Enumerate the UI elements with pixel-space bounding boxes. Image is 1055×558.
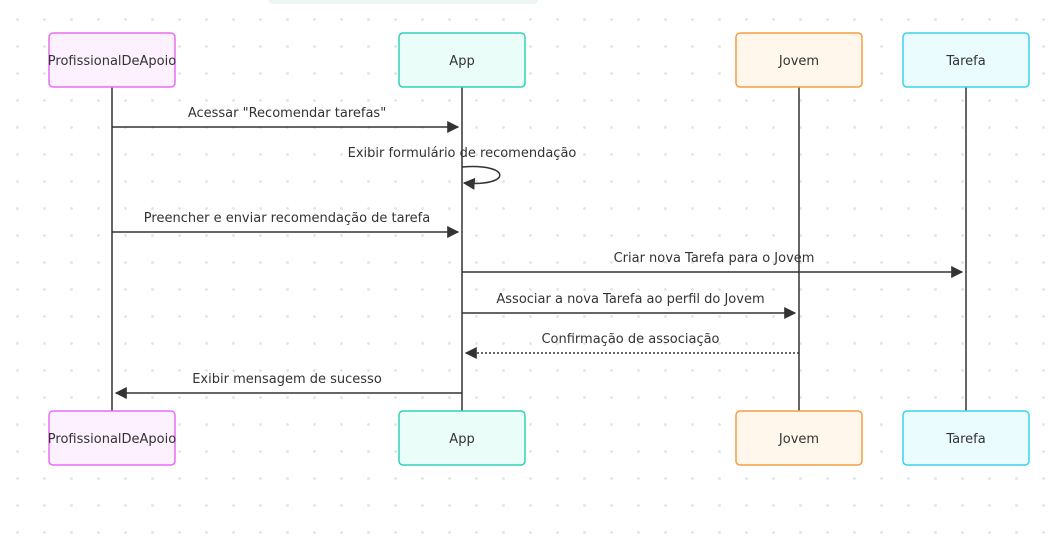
messages: Acessar "Recomendar tarefas" Exibir formu… bbox=[112, 106, 964, 399]
actor-tar-top[interactable]: Tarefa bbox=[902, 32, 1030, 88]
actor-label: Jovem bbox=[778, 432, 819, 447]
actor-box bbox=[398, 410, 526, 466]
actor-label: ProfissionalDeApoio bbox=[48, 432, 176, 447]
actor-label: ProfissionalDeApoio bbox=[48, 54, 176, 69]
message-label: Associar a nova Tarefa ao perfil do Jove… bbox=[496, 292, 764, 307]
actor-app-bottom[interactable]: App bbox=[398, 410, 526, 466]
actor-pro-top[interactable]: ProfissionalDeApoio bbox=[48, 32, 176, 88]
message-7: Exibir mensagem de sucesso bbox=[114, 372, 462, 399]
lifelines bbox=[111, 87, 967, 411]
message-2: Exibir formulário de recomendação bbox=[348, 146, 577, 190]
message-4: Criar nova Tarefa para o Jovem bbox=[462, 251, 964, 278]
message-label: Acessar "Recomendar tarefas" bbox=[188, 106, 386, 121]
message-label: Exibir formulário de recomendação bbox=[348, 146, 577, 161]
actor-jov-bottom[interactable]: Jovem bbox=[735, 410, 863, 466]
actor-box bbox=[735, 32, 863, 88]
message-3: Preencher e enviar recomendação de taref… bbox=[112, 211, 460, 238]
actor-app-top[interactable]: App bbox=[398, 32, 526, 88]
actor-box bbox=[735, 410, 863, 466]
message-1: Acessar "Recomendar tarefas" bbox=[112, 106, 460, 133]
actor-box bbox=[902, 410, 1030, 466]
message-label: Exibir mensagem de sucesso bbox=[192, 372, 382, 387]
actor-label: Jovem bbox=[778, 54, 819, 69]
actor-box bbox=[398, 32, 526, 88]
actors: ProfissionalDeApoioProfissionalDeApoioAp… bbox=[48, 32, 1030, 466]
top-edge-decoration bbox=[268, 0, 538, 4]
actor-box bbox=[902, 32, 1030, 88]
actor-box bbox=[48, 410, 176, 466]
message-label: Confirmação de associação bbox=[541, 332, 719, 347]
message-label: Criar nova Tarefa para o Jovem bbox=[614, 251, 815, 266]
actor-pro-bottom[interactable]: ProfissionalDeApoio bbox=[48, 410, 176, 466]
actor-label: App bbox=[449, 54, 474, 69]
message-6: Confirmação de associação bbox=[464, 332, 799, 359]
actor-box bbox=[48, 32, 176, 88]
actor-label: Tarefa bbox=[945, 432, 985, 447]
actor-label: Tarefa bbox=[945, 54, 985, 69]
actor-label: App bbox=[449, 432, 474, 447]
actor-tar-bottom[interactable]: Tarefa bbox=[902, 410, 1030, 466]
message-arrow bbox=[461, 165, 501, 190]
message-5: Associar a nova Tarefa ao perfil do Jove… bbox=[462, 292, 797, 319]
actor-jov-top[interactable]: Jovem bbox=[735, 32, 863, 88]
message-label: Preencher e enviar recomendação de taref… bbox=[144, 211, 430, 226]
